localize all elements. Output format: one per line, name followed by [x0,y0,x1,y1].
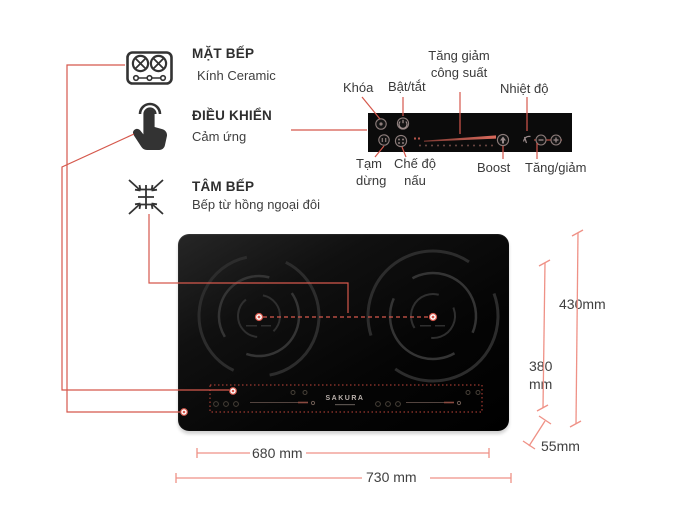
left-burner [197,254,321,378]
dim-total-width-label: 730 mm [366,469,417,485]
callout-power-level-label: Tăng giảm công suất [428,48,490,80]
temperature-icon [522,135,531,144]
dim-cutout-height-label: 380 mm [529,358,553,392]
callout-power-label: Bật/tắt [388,79,426,94]
feature-title-control: ĐIỀU KHIỂN [192,108,273,123]
gas-hob-icon [126,51,173,85]
feature-title-burner: TÂM BẾP [192,179,255,194]
right-burner [366,249,500,383]
boost-arrow-glyph [500,136,506,144]
feature-sub-surface: Kính Ceramic [197,68,276,83]
touch-icon [132,102,168,150]
touch-area-outline [209,384,483,413]
dim-total-height-label: 430mm [559,296,606,312]
dim-glass-width-label: 680 mm [252,445,303,461]
dim-depth-label: 55mm [541,438,580,454]
mini-controls-right [375,390,481,407]
cooktop-image: SAKURA [178,234,509,431]
mini-controls-left [213,390,316,407]
brand-logo: SAKURA [326,395,365,402]
strip-power-slider [414,135,496,147]
callout-lock-label: Khóa [343,80,374,95]
dim-line-total-height [569,229,584,428]
callout-pause-label: Tạm dừng [356,156,387,188]
callout-cook-mode-label: Chế độ nấu [394,156,436,188]
feature-sub-burner: Bếp từ hồng ngoại đôi [192,197,320,212]
callout-incdec-label: Tăng/giảm [525,160,587,175]
cook-mode-icon [394,134,408,148]
callout-temp-label: Nhiệt độ [500,81,549,96]
callout-boost-label: Boost [477,160,511,175]
dim-line-total-width [175,473,512,483]
feature-sub-control: Cảm ứng [192,129,247,144]
dim-line-glass-width [196,448,490,458]
burner-center-icon [128,179,164,215]
model-text-blur [335,404,355,406]
control-panel-strip [368,113,572,152]
power-icon [396,117,410,130]
pause-icon [378,134,390,146]
feature-title-surface: MẶT BẾP [192,46,255,61]
